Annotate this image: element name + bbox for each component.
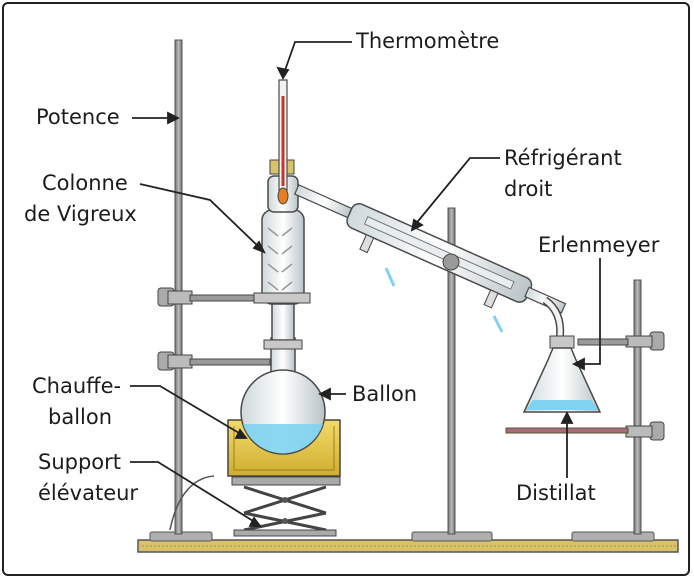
adapter <box>542 296 565 337</box>
round-flask <box>240 337 326 455</box>
label-erlenmeyer: Erlenmeyer <box>538 233 660 257</box>
condenser-clamp <box>442 253 460 271</box>
label-ballon: Ballon <box>352 382 418 406</box>
erlenmeyer-flask <box>522 335 602 413</box>
clamp-right-upper <box>577 331 665 351</box>
label-colonne-line1: Colonne <box>42 171 128 195</box>
label-colonne-line2: de Vigreux <box>24 202 137 226</box>
bench-base <box>137 539 679 553</box>
label-support-line1: Support <box>38 450 122 474</box>
lab-jack <box>169 475 341 537</box>
label-chauffe-line1: Chauffe- <box>32 374 122 398</box>
vigreux-column <box>261 175 305 341</box>
label-distillat: Distillat <box>516 481 596 505</box>
clamp-upper <box>157 287 261 307</box>
label-refrigerant-line1: Réfrigérant <box>504 146 622 170</box>
clamp-lower <box>157 351 271 371</box>
thermometer <box>277 79 289 205</box>
leader-lines <box>130 41 601 527</box>
label-thermometre: Thermomètre <box>356 29 500 53</box>
label-support-line2: élévateur <box>38 481 139 505</box>
stand-rods <box>174 39 642 535</box>
label-chauffe-line2: ballon <box>48 405 113 429</box>
label-potence: Potence <box>36 105 120 129</box>
water-drips <box>384 267 504 333</box>
label-refrigerant-line2: droit <box>504 177 553 201</box>
